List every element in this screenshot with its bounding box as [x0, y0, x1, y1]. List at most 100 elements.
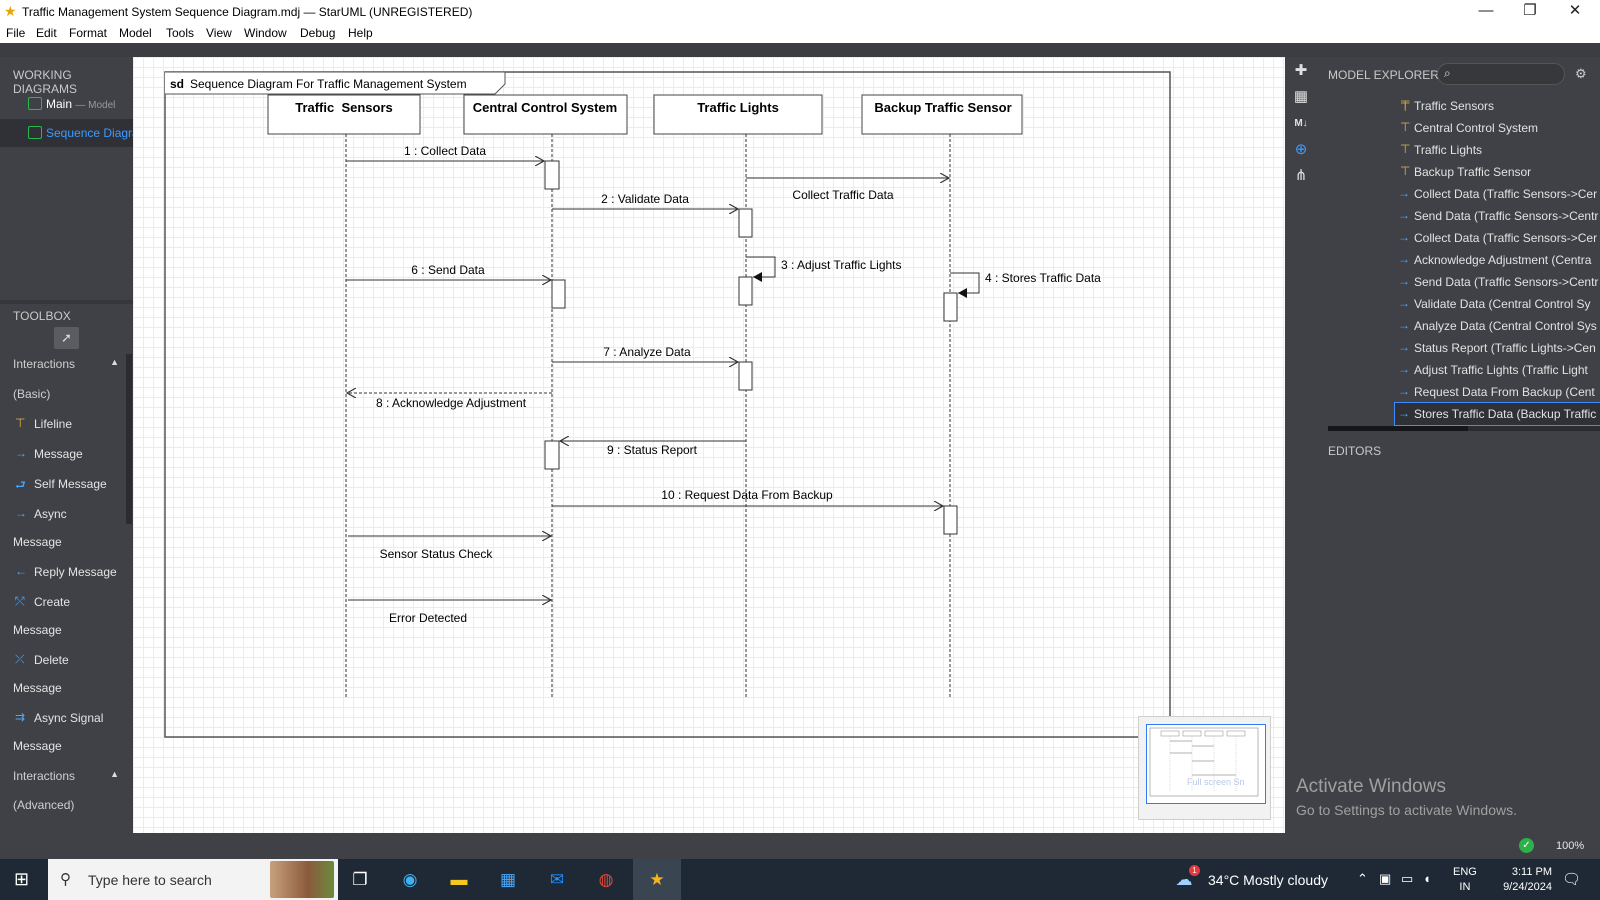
message-label: Error Detected — [389, 611, 467, 625]
zoom-level[interactable]: 100% — [1556, 840, 1585, 852]
diagram-canvas[interactable]: sd Sequence Diagram For Traffic Manageme… — [133, 57, 1285, 833]
diagram-minimap[interactable]: Full screen Sn — [1138, 716, 1271, 820]
toolbox-async-signal[interactable]: ⇉Async Signal — [0, 709, 125, 729]
task-view-icon[interactable]: ❐ — [352, 870, 368, 889]
lifeline-head-backup-sensor[interactable] — [861, 94, 1023, 135]
toolbox-scrollbar[interactable] — [126, 354, 132, 524]
volume-icon[interactable]: ◖ — [1423, 871, 1431, 886]
extension-icon[interactable]: ✚ — [1294, 62, 1308, 79]
tree-item-partial[interactable]: ⊤ — [1317, 97, 1600, 119]
menu-model[interactable]: Model — [119, 26, 152, 40]
menu-window[interactable]: Window — [244, 26, 287, 40]
navigator-icon[interactable]: ⊕ — [1294, 141, 1308, 158]
network-icon[interactable]: ▣ — [1379, 871, 1392, 886]
toolbox-self-message[interactable]: ⮐Self Message — [0, 475, 125, 495]
tree-item-message[interactable]: →Status Report (Traffic Lights->Cen — [1317, 337, 1600, 359]
activation-bar[interactable] — [943, 292, 958, 322]
menu-tools[interactable]: Tools — [166, 26, 195, 40]
chevron-up-icon[interactable]: ⌃ — [1357, 871, 1368, 886]
tree-item-lifeline[interactable]: ⊤Traffic Lights — [1317, 139, 1600, 161]
menu-help[interactable]: Help — [348, 26, 373, 40]
menu-format[interactable]: Format — [69, 26, 108, 40]
gear-icon[interactable]: ⚙ — [1575, 66, 1587, 81]
model-explorer-search-input[interactable] — [1437, 63, 1565, 85]
minimap-viewport[interactable]: Full screen Sn — [1146, 724, 1266, 804]
tree-item-message-selected[interactable]: →Stores Traffic Data (Backup Traffic — [1394, 402, 1600, 426]
model-explorer-scroll-thumb[interactable] — [1328, 426, 1468, 431]
activation-bar[interactable] — [551, 279, 566, 309]
activation-bar[interactable] — [738, 276, 753, 306]
display-icon[interactable]: ▭ — [1401, 871, 1414, 886]
tree-item-message[interactable]: →Adjust Traffic Lights (Traffic Light — [1317, 359, 1600, 381]
tree-item-message[interactable]: →Validate Data (Central Control Sy — [1317, 293, 1600, 315]
lifeline-head-traffic-lights[interactable] — [653, 94, 823, 135]
panel-divider[interactable] — [0, 300, 133, 304]
toolbox-group-interactions[interactable]: Interactions▲ — [0, 355, 125, 375]
toolbox-create-message-cont[interactable]: Message — [0, 621, 125, 641]
tree-item-lifeline[interactable]: ⊤Backup Traffic Sensor — [1317, 161, 1600, 183]
self-message-line[interactable] — [950, 272, 980, 298]
markdown-icon[interactable]: M↓ — [1294, 118, 1308, 129]
toolbox-async-signal-cont[interactable]: Message — [0, 737, 125, 757]
toolbox-message[interactable]: →Message — [0, 445, 125, 465]
tree-item-message[interactable]: →Send Data (Traffic Sensors->Centr — [1317, 205, 1600, 227]
lifeline-head-traffic-sensors[interactable] — [267, 94, 421, 135]
layout-icon[interactable]: ▦ — [1293, 88, 1309, 105]
toolbox-async-message-cont[interactable]: Message — [0, 533, 125, 553]
language-indicator[interactable]: ENG IN — [1453, 865, 1477, 895]
menu-view[interactable]: View — [206, 26, 232, 40]
toolbox-async-message[interactable]: →Async — [0, 505, 125, 525]
minimize-button[interactable]: — — [1478, 2, 1494, 19]
tree-item-message[interactable]: →Analyze Data (Central Control Sys — [1317, 315, 1600, 337]
maximize-button[interactable]: ❐ — [1523, 2, 1537, 19]
staruml-taskbar-icon[interactable]: ★ — [649, 870, 665, 889]
chrome-icon[interactable]: ◍ — [598, 870, 614, 889]
edge-browser-icon[interactable]: ◉ — [402, 870, 418, 889]
tree-item-message[interactable]: →Collect Data (Traffic Sensors->Cer — [1317, 183, 1600, 205]
windows-start-icon[interactable]: ⊞ — [14, 869, 30, 889]
activation-bar[interactable] — [738, 208, 753, 238]
menu-edit[interactable]: Edit — [36, 26, 57, 40]
tree-item-lifeline[interactable]: ⊤Central Control System — [1317, 117, 1600, 139]
working-diagram-sequence[interactable]: Sequence Diagra — [0, 119, 139, 147]
toolbox-delete-message-cont[interactable]: Message — [0, 679, 125, 699]
taskbar-search-box[interactable]: ⚲ Type here to search — [48, 859, 338, 900]
file-explorer-icon[interactable]: ▬ — [450, 870, 468, 889]
toolbox-create-message[interactable]: ⤲Create — [0, 593, 125, 613]
toolbox-group-interactions-advanced[interactable]: Interactions▲ — [0, 767, 125, 787]
mail-icon[interactable]: ✉ — [549, 870, 565, 889]
tree-item-message[interactable]: →Acknowledge Adjustment (Centra — [1317, 249, 1600, 271]
toolbox-delete-message[interactable]: ⤫Delete — [0, 651, 125, 671]
menu-debug[interactable]: Debug — [300, 26, 336, 40]
notification-icon[interactable]: 🗨 — [1562, 871, 1582, 888]
pointer-icon[interactable]: ➚ — [54, 327, 79, 349]
frame[interactable] — [164, 71, 1171, 738]
taskbar-active-app[interactable] — [633, 859, 681, 900]
activation-bar[interactable] — [738, 361, 753, 391]
store-icon[interactable]: ▦ — [499, 870, 517, 889]
tree-item-message[interactable]: →Request Data From Backup (Cent — [1317, 381, 1600, 403]
tree-item-message[interactable]: →Collect Data (Traffic Sensors->Cer — [1317, 227, 1600, 249]
clock-date: 9/24/2024 — [1503, 881, 1552, 893]
validation-ok-icon[interactable]: ✓ — [1519, 838, 1534, 853]
activation-bar[interactable] — [544, 160, 560, 190]
weather-icon[interactable]: ☁ — [1175, 870, 1193, 889]
tree-item-message[interactable]: →Send Data (Traffic Sensors->Centr — [1317, 271, 1600, 293]
close-button[interactable]: ✕ — [1568, 2, 1582, 19]
toolbox-group-label: Interactions — [13, 769, 76, 783]
working-diagram-main[interactable]: Main — Model — [0, 90, 133, 118]
share-icon[interactable]: ⋔ — [1294, 167, 1308, 184]
toolbox-lifeline[interactable]: ⊤Lifeline — [0, 415, 125, 435]
tree-item-label: Request Data From Backup (Cent — [1414, 385, 1595, 399]
weather-text[interactable]: 34°C Mostly cloudy — [1208, 872, 1328, 888]
menu-file[interactable]: File — [6, 26, 26, 40]
toolbox-reply-message[interactable]: ←Reply Message — [0, 563, 125, 583]
message-icon: → — [1398, 230, 1410, 244]
lifeline-head-central-control[interactable] — [463, 94, 628, 135]
activation-bar[interactable] — [943, 505, 958, 535]
self-message-line[interactable] — [746, 256, 776, 282]
tree-item-lifeline[interactable]: ⊤Traffic Sensors — [1317, 95, 1600, 117]
taskbar-clock[interactable]: 3:11 PM 9/24/2024 — [1486, 865, 1552, 895]
message-label: 6 : Send Data — [411, 263, 485, 277]
activation-bar[interactable] — [544, 440, 560, 470]
